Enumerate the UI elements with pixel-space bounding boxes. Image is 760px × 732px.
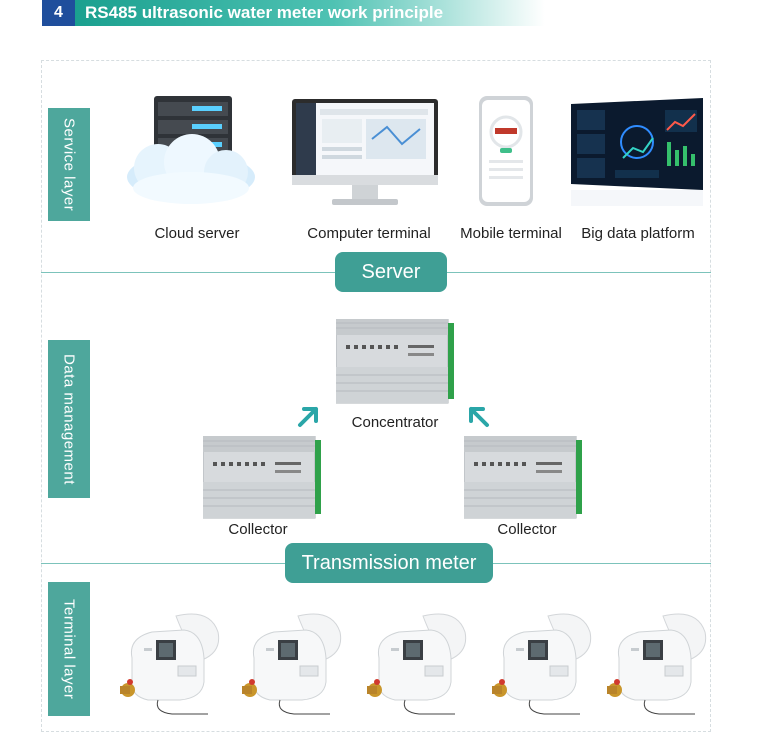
service-layer-label: Service layer bbox=[48, 108, 90, 221]
concentrator-label: Concentrator bbox=[351, 414, 439, 431]
collector-left-device-icon bbox=[203, 436, 321, 519]
water-meter-icon bbox=[607, 613, 707, 715]
caption-big-data-platform: Big data platform bbox=[581, 225, 695, 242]
caption-mobile-terminal: Mobile terminal bbox=[460, 225, 562, 242]
caption-cloud-server: Cloud server bbox=[154, 225, 240, 242]
data-management-label: Data management bbox=[48, 340, 90, 498]
dashboard-screen-icon bbox=[571, 98, 703, 206]
smartphone-icon bbox=[479, 96, 533, 206]
cloud-server-icon bbox=[127, 96, 255, 204]
arrow-up-left-icon bbox=[469, 407, 489, 427]
collector-left-label: Collector bbox=[228, 521, 288, 538]
collector-right-label: Collector bbox=[497, 521, 557, 538]
terminal-layer-label: Terminal layer bbox=[48, 582, 90, 716]
transmission-meter-band: Transmission meter bbox=[285, 543, 493, 583]
water-meter-icon bbox=[367, 613, 467, 715]
server-band: Server bbox=[335, 252, 447, 292]
collector-right-device-icon bbox=[464, 436, 582, 519]
concentrator-device-icon bbox=[336, 319, 454, 404]
computer-monitor-icon bbox=[292, 99, 438, 205]
caption-computer-terminal: Computer terminal bbox=[307, 225, 431, 242]
water-meter-icon bbox=[492, 613, 592, 715]
section-title: RS485 ultrasonic water meter work princi… bbox=[75, 0, 545, 26]
water-meter-icon bbox=[120, 613, 220, 715]
section-number: 4 bbox=[42, 0, 75, 26]
arrow-up-right-icon bbox=[298, 407, 318, 427]
water-meter-icon bbox=[242, 613, 342, 715]
